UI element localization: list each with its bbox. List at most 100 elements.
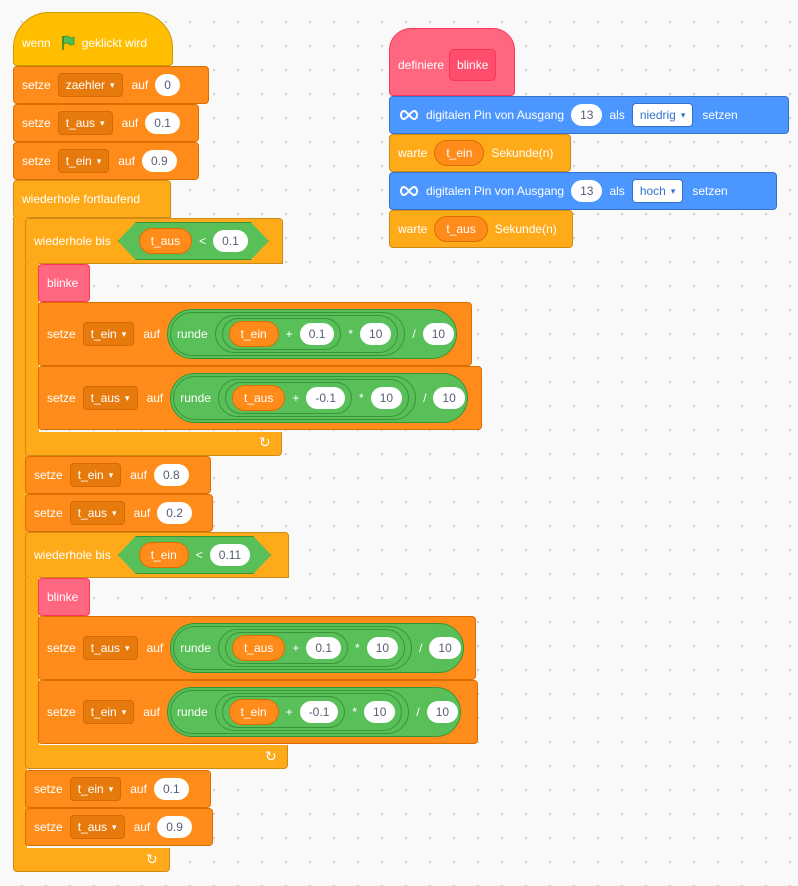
- variable-dropdown[interactable]: t_aus▾: [82, 636, 138, 660]
- to-label: auf: [146, 641, 164, 655]
- value-input[interactable]: 0.11: [210, 544, 250, 566]
- variable-reporter[interactable]: t_aus: [139, 228, 192, 254]
- times-label: *: [348, 327, 354, 341]
- value-input[interactable]: 0.8: [153, 464, 189, 486]
- value-input[interactable]: 0.9: [157, 816, 192, 838]
- division-operator[interactable]: runde t_ein + -0.1 * 10 / 10: [166, 687, 462, 737]
- set-t-ein-block[interactable]: setze t_ein▾ auf 0.9: [13, 142, 199, 180]
- variable-reporter[interactable]: t_ein: [228, 699, 279, 725]
- set-round-block[interactable]: setze t_aus▾ auf runde t_aus + -0.1 * 10…: [38, 366, 482, 430]
- add-operator[interactable]: t_aus + -0.1: [224, 382, 353, 414]
- set-t-aus-block[interactable]: setze t_aus▾ auf 0.2: [25, 494, 213, 532]
- division-operator[interactable]: runde t_ein + 0.1 * 10 / 10: [166, 309, 458, 359]
- value-input[interactable]: 10: [422, 323, 455, 345]
- round-operator[interactable]: runde t_aus + 0.1 * 10: [173, 626, 413, 670]
- value-input[interactable]: 0.1: [299, 323, 335, 345]
- variable-reporter[interactable]: t_ein: [434, 140, 485, 166]
- add-operator[interactable]: t_aus + 0.1: [224, 632, 349, 664]
- value-input[interactable]: 0.1: [306, 637, 342, 659]
- value-input[interactable]: 10: [364, 701, 396, 723]
- multiply-operator[interactable]: t_aus + 0.1 * 10: [217, 629, 406, 667]
- round-operator[interactable]: runde t_ein + 0.1 * 10: [169, 312, 406, 356]
- as-label: als: [609, 108, 625, 122]
- variable-dropdown[interactable]: t_ein▾: [82, 322, 135, 346]
- chevron-down-icon: ▾: [112, 821, 117, 832]
- value-input[interactable]: 10: [426, 701, 459, 723]
- value-input[interactable]: -0.1: [299, 701, 339, 723]
- value-input[interactable]: 10: [370, 387, 403, 409]
- value-input[interactable]: 0.9: [141, 150, 177, 172]
- variable-reporter[interactable]: t_ein: [139, 542, 189, 568]
- variable-dropdown[interactable]: t_ein▾: [57, 149, 110, 173]
- variable-reporter[interactable]: t_ein: [228, 321, 279, 347]
- define-blinke-block[interactable]: definiere blinke: [389, 28, 515, 96]
- dropdown-value: zaehler: [65, 78, 106, 92]
- when-flag-clicked-block[interactable]: wenn geklickt wird: [13, 12, 173, 66]
- less-than-condition[interactable]: t_aus < 0.1: [118, 222, 269, 260]
- set-round-block[interactable]: setze t_ein▾ auf runde t_ein + -0.1 * 10…: [38, 680, 478, 744]
- multiply-operator[interactable]: t_aus + -0.1 * 10: [217, 379, 410, 417]
- repeat-arm: [25, 577, 39, 747]
- add-operator[interactable]: t_ein + -0.1: [221, 696, 346, 728]
- dropdown-value: t_ein: [90, 327, 117, 341]
- round-label: runde: [176, 705, 208, 719]
- round-operator[interactable]: runde t_ein + -0.1 * 10: [169, 690, 410, 734]
- variable-dropdown[interactable]: t_ein▾: [69, 777, 122, 801]
- set-label: setzen: [702, 108, 738, 122]
- wait-label: warte: [398, 222, 428, 236]
- repeat-until-block[interactable]: wiederhole bis t_aus < 0.1: [25, 218, 283, 264]
- state-dropdown[interactable]: niedrig▾: [631, 103, 694, 127]
- value-input[interactable]: 10: [366, 637, 399, 659]
- value-input[interactable]: 0.1: [145, 112, 180, 134]
- multiply-operator[interactable]: t_ein + -0.1 * 10: [214, 693, 403, 731]
- set-label: setze: [34, 782, 63, 796]
- variable-dropdown[interactable]: t_aus▾: [69, 501, 125, 525]
- variable-dropdown[interactable]: t_aus▾: [57, 111, 113, 135]
- variable-dropdown[interactable]: t_aus▾: [69, 815, 125, 839]
- round-operator[interactable]: runde t_aus + -0.1 * 10: [173, 376, 417, 420]
- variable-reporter[interactable]: t_aus: [231, 385, 286, 411]
- wait-block[interactable]: warte t_aus Sekunde(n): [389, 210, 573, 248]
- set-t-aus-block[interactable]: setze t_aus▾ auf 0.9: [25, 808, 213, 846]
- to-label: auf: [130, 782, 147, 796]
- state-dropdown[interactable]: hoch▾: [631, 179, 684, 203]
- value-input[interactable]: 10: [360, 323, 392, 345]
- blinke-call-block[interactable]: blinke: [38, 264, 90, 302]
- chevron-down-icon: ▾: [110, 79, 115, 90]
- value-input[interactable]: 0: [155, 74, 180, 96]
- value-input[interactable]: -0.1: [306, 387, 346, 409]
- add-operator[interactable]: t_ein + 0.1: [221, 318, 342, 350]
- set-round-block[interactable]: setze t_ein▾ auf runde t_ein + 0.1 * 10 …: [38, 302, 472, 366]
- division-operator[interactable]: runde t_aus + -0.1 * 10 / 10: [170, 373, 468, 423]
- divide-label: /: [419, 641, 423, 655]
- repeat-until-block[interactable]: wiederhole bis t_ein < 0.11: [25, 532, 289, 578]
- division-operator[interactable]: runde t_aus + 0.1 * 10 / 10: [170, 623, 464, 673]
- variable-reporter[interactable]: t_aus: [231, 635, 286, 661]
- pin-input[interactable]: 13: [571, 104, 603, 126]
- value-input[interactable]: 10: [429, 637, 461, 659]
- set-zaehler-block[interactable]: setze zaehler▾ auf 0: [13, 66, 209, 104]
- variable-dropdown[interactable]: t_aus▾: [82, 386, 138, 410]
- value-input[interactable]: 0.1: [153, 778, 189, 800]
- variable-reporter[interactable]: t_aus: [434, 216, 488, 242]
- value-input[interactable]: 0.2: [157, 502, 192, 524]
- variable-dropdown[interactable]: t_ein▾: [69, 463, 122, 487]
- wait-block[interactable]: warte t_ein Sekunde(n): [389, 134, 571, 172]
- pin-input[interactable]: 13: [571, 180, 603, 202]
- set-t-ein-block[interactable]: setze t_ein▾ auf 0.1: [25, 770, 211, 808]
- value-input[interactable]: 0.1: [213, 230, 248, 252]
- set-t-aus-block[interactable]: setze t_aus▾ auf 0.1: [13, 104, 199, 142]
- multiply-operator[interactable]: t_ein + 0.1 * 10: [214, 315, 399, 353]
- value-input[interactable]: 10: [433, 387, 465, 409]
- set-t-ein-block[interactable]: setze t_ein▾ auf 0.8: [25, 456, 211, 494]
- less-than-condition[interactable]: t_ein < 0.11: [118, 536, 272, 574]
- blinke-call-block[interactable]: blinke: [38, 578, 90, 616]
- times-label: *: [352, 705, 358, 719]
- variable-dropdown[interactable]: zaehler ▾: [57, 73, 123, 97]
- digital-pin-block[interactable]: digitalen Pin von Ausgang 13 als hoch▾ s…: [389, 172, 777, 210]
- digital-pin-block[interactable]: digitalen Pin von Ausgang 13 als niedrig…: [389, 96, 789, 134]
- forever-block[interactable]: wiederhole fortlaufend: [13, 180, 171, 218]
- set-round-block[interactable]: setze t_aus▾ auf runde t_aus + 0.1 * 10 …: [38, 616, 476, 680]
- define-name-slot[interactable]: blinke: [449, 49, 497, 81]
- variable-dropdown[interactable]: t_ein▾: [82, 700, 135, 724]
